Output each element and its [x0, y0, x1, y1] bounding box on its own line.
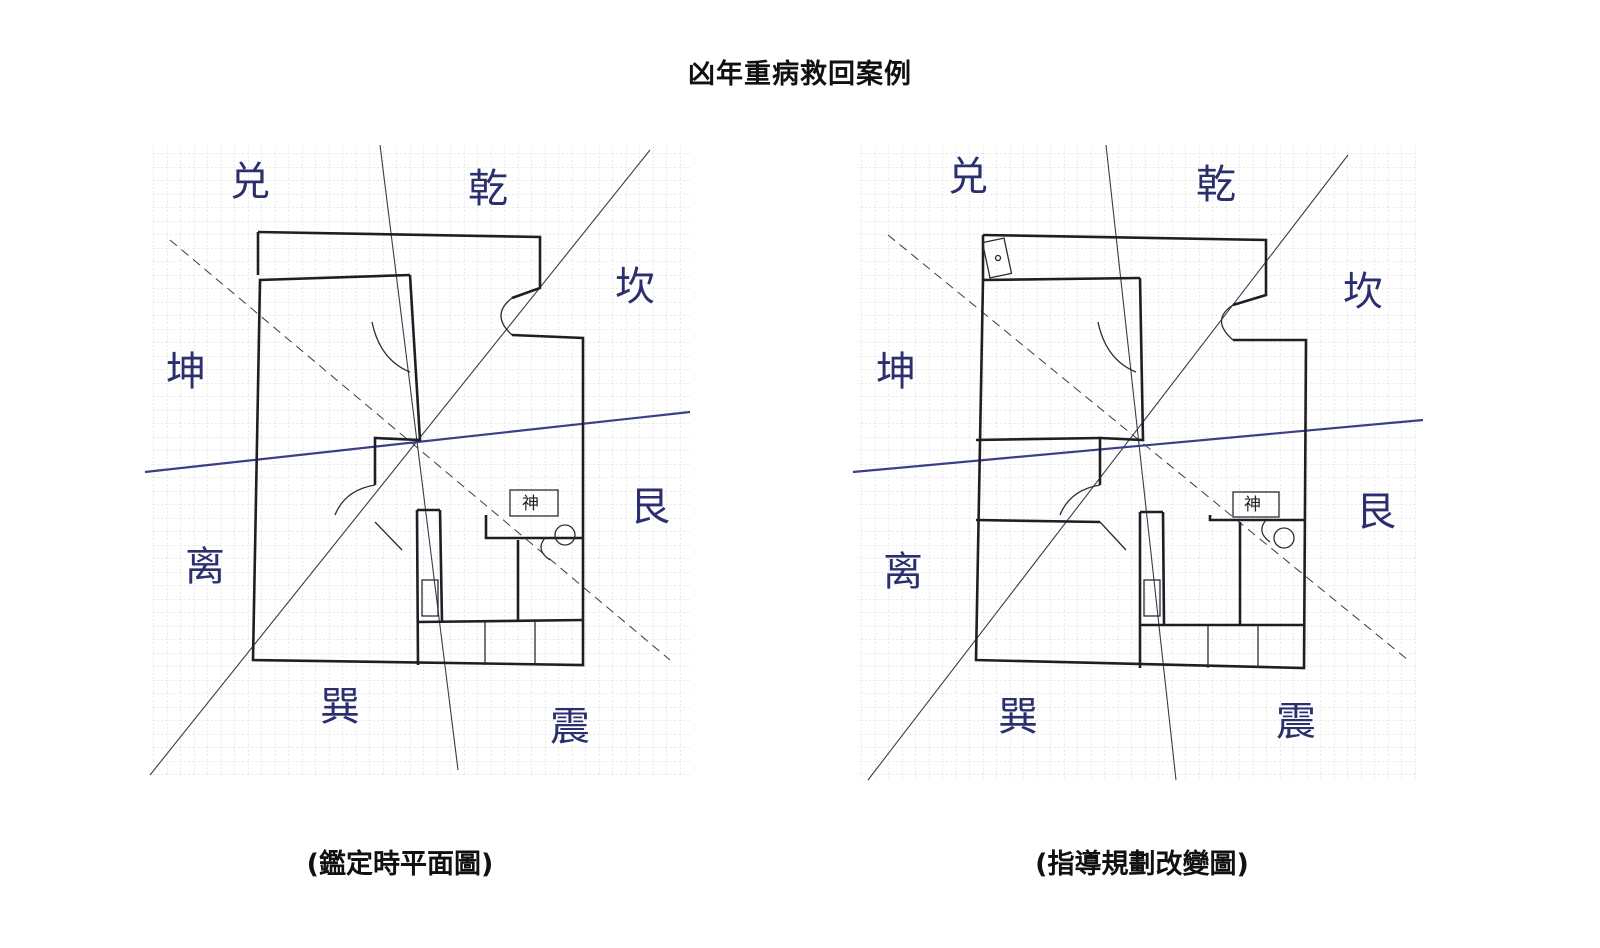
toilet-fixture: [1273, 527, 1295, 549]
horizontal-axis: [144, 410, 691, 474]
trigram-zhen: 震: [550, 704, 590, 750]
appliance-box: [421, 579, 439, 617]
trigram-qian: 乾: [1196, 162, 1236, 208]
floor-plan-after-drawing: 神 兑 乾 坎 坤 艮 离 巽 震: [852, 144, 1424, 781]
caption-after: (指導規劃改變圖): [1035, 849, 1249, 880]
diagonal-axis-ne-sw: [149, 149, 651, 776]
trigram-li: 离: [185, 544, 225, 590]
page-title: 凶年重病救回案例: [688, 59, 912, 90]
trigram-xun: 巽: [998, 694, 1038, 740]
inner-wall-upper: [373, 274, 422, 485]
bath-door: [1261, 519, 1271, 543]
diagonal-axis-nw-se: [169, 239, 671, 661]
trigram-zhen: 震: [1276, 699, 1316, 745]
grid-paper: [150, 145, 690, 775]
shrine-box: [1232, 491, 1280, 518]
diagonal-axis-nw-se: [887, 234, 1409, 661]
kitchen-wall: [417, 618, 584, 624]
counter-lines: [1207, 626, 1259, 668]
bathroom-walls: [484, 515, 583, 620]
trigram-gen: 艮: [1356, 489, 1396, 535]
door-arc-1: [371, 321, 411, 373]
diagonal-axis-ne-sw: [867, 154, 1349, 781]
floor-plan-before: 神 兑 乾 坎 坤 艮 离 巽 震: [140, 140, 720, 800]
caption-before: (鑑定時平面圖): [306, 849, 494, 880]
inner-wall-upper: [1098, 277, 1145, 485]
relocated-fixture: [981, 237, 1013, 279]
trigram-xun: 巽: [320, 684, 360, 730]
corridor-walls: [415, 508, 444, 666]
vertical-axis: [379, 144, 459, 771]
door-arc-2: [1220, 304, 1234, 341]
door-arc-3: [334, 484, 403, 551]
door-arc-3: [1059, 484, 1127, 551]
bathroom-walls: [1208, 515, 1304, 625]
bath-door: [540, 537, 551, 561]
toilet-fixture: [554, 524, 576, 546]
trigram-kun: 坤: [166, 349, 206, 395]
corridor-walls: [1138, 510, 1166, 668]
trigram-dui: 兑: [948, 154, 988, 200]
added-partition: [975, 436, 1101, 524]
trigram-gen: 艮: [630, 484, 670, 530]
trigram-kan: 坎: [1343, 269, 1383, 315]
trigram-qian: 乾: [468, 166, 508, 212]
horizontal-axis: [852, 418, 1424, 474]
grid-paper: [858, 145, 1418, 780]
floor-plan-before-drawing: 神 兑 乾 坎 坤 艮 离 巽 震: [144, 144, 691, 776]
trigram-kan: 坎: [615, 264, 655, 310]
trigram-kun: 坤: [876, 349, 916, 395]
door-arc-1: [1097, 321, 1137, 373]
relocated-fixture-dot: [994, 254, 1002, 262]
shrine-box: [509, 489, 559, 517]
shrine-label: 神: [1244, 495, 1261, 515]
trigram-dui: 兑: [230, 159, 270, 205]
door-arc-2: [500, 297, 513, 336]
floor-plan-after: 神 兑 乾 坎 坤 艮 离 巽 震: [848, 140, 1428, 800]
vertical-axis: [1105, 144, 1177, 781]
counter-lines: [484, 622, 536, 665]
appliance-box: [1143, 579, 1161, 617]
shrine-label: 神: [522, 494, 539, 514]
trigram-li: 离: [883, 549, 923, 595]
